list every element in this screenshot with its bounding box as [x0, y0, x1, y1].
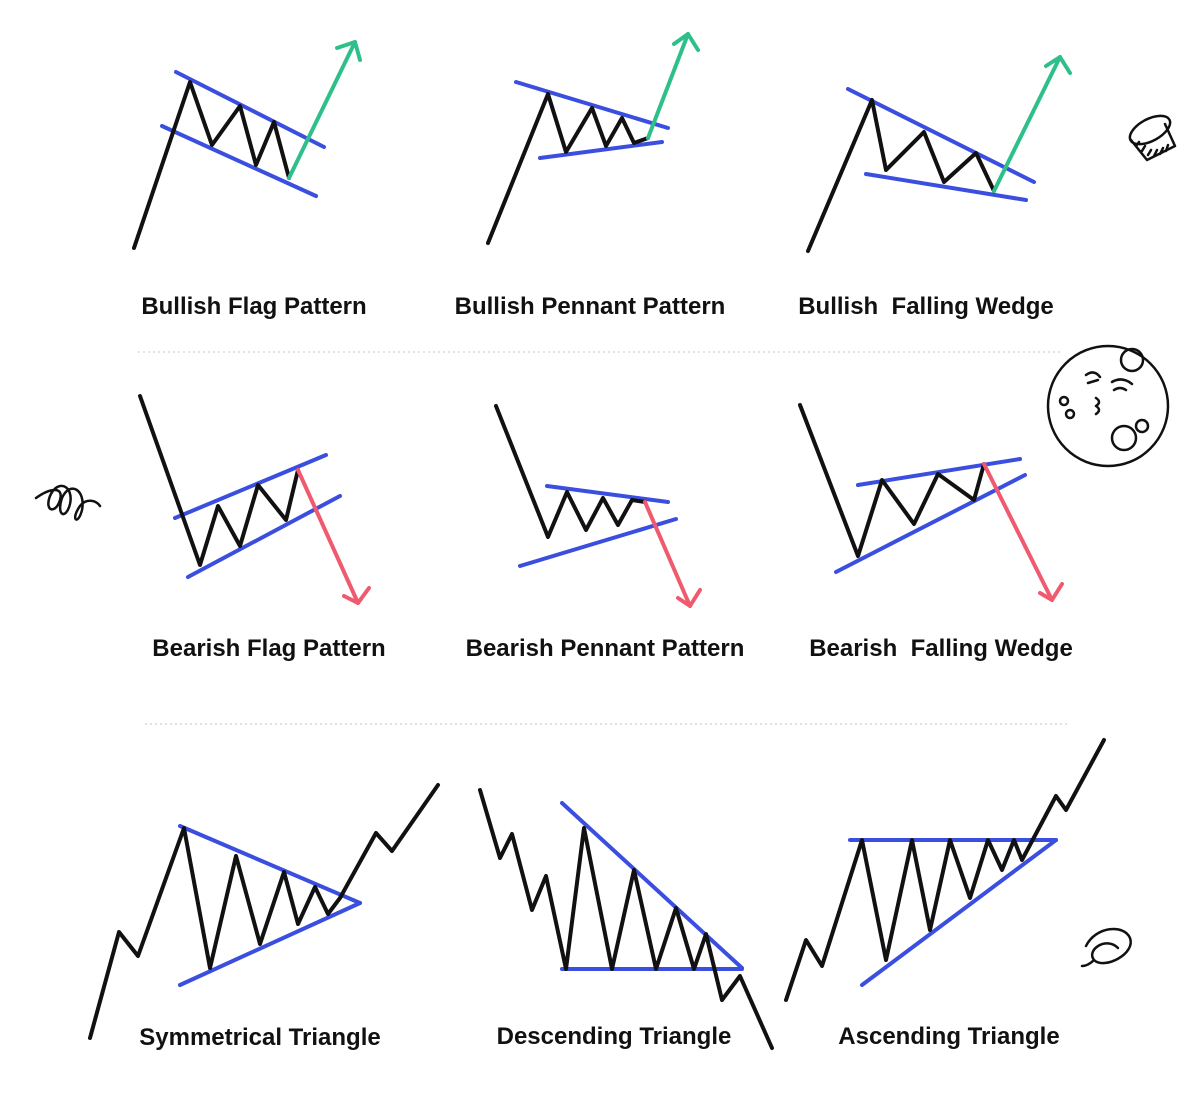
label-descending-triangle: Descending Triangle	[497, 1023, 732, 1050]
upper-trendline	[856, 457, 1022, 487]
label-bearish-pennant: Bearish Pennant Pattern	[466, 635, 745, 662]
pattern-ascending-triangle	[784, 738, 1106, 1002]
pattern-bullish-falling-wedge	[806, 55, 1072, 253]
pattern-bearish-flag	[138, 394, 371, 605]
price-line	[798, 403, 986, 558]
breakout-up-arrow	[992, 55, 1072, 193]
upper-trendline	[174, 70, 326, 149]
lower-trendline	[864, 172, 1028, 202]
loop-doodle-icon	[1080, 927, 1132, 968]
lower-trendline	[860, 838, 1058, 987]
pattern-bullish-pennant	[486, 32, 700, 245]
upper-trendline	[514, 80, 670, 130]
pattern-descending-triangle	[478, 788, 774, 1050]
upper-trendline	[178, 824, 362, 905]
squiggle-doodle-icon	[34, 484, 102, 521]
lower-trendline	[160, 124, 318, 198]
label-ascending-triangle: Ascending Triangle	[838, 1023, 1059, 1050]
price-line	[486, 92, 650, 245]
upper-trendline	[173, 453, 328, 520]
label-bearish-falling-wedge: Bearish Falling Wedge	[809, 635, 1073, 662]
price-line	[88, 783, 440, 1040]
pattern-bearish-falling-wedge	[798, 403, 1064, 602]
price-line	[138, 394, 300, 567]
breakout-up-arrow	[646, 32, 700, 140]
price-line	[784, 738, 1106, 1002]
pattern-bullish-flag	[132, 40, 362, 250]
label-symmetrical-triangle: Symmetrical Triangle	[139, 1024, 380, 1051]
pattern-bearish-pennant	[494, 404, 702, 608]
breakdown-down-arrow	[643, 500, 702, 608]
upper-trendline	[545, 484, 670, 504]
moon-face-icon	[1046, 344, 1170, 468]
lower-trendline	[834, 473, 1027, 574]
upper-trendline	[846, 87, 1036, 184]
breakdown-down-arrow	[982, 462, 1064, 602]
upper-trendline	[560, 801, 744, 970]
breakdown-down-arrow	[296, 468, 371, 605]
coin-icon	[1128, 114, 1177, 162]
pattern-symmetrical-triangle	[88, 783, 440, 1040]
price-line	[478, 788, 774, 1050]
label-bullish-falling-wedge: Bullish Falling Wedge	[798, 293, 1054, 320]
label-bullish-pennant: Bullish Pennant Pattern	[455, 293, 726, 320]
lower-trendline	[178, 901, 362, 987]
label-bearish-flag: Bearish Flag Pattern	[152, 635, 385, 662]
price-line	[494, 404, 647, 539]
lower-trendline	[518, 517, 678, 568]
label-bullish-flag: Bullish Flag Pattern	[141, 293, 366, 320]
price-line	[132, 80, 291, 250]
breakout-up-arrow	[287, 40, 362, 180]
price-line	[806, 98, 996, 253]
lower-trendline	[538, 140, 664, 160]
